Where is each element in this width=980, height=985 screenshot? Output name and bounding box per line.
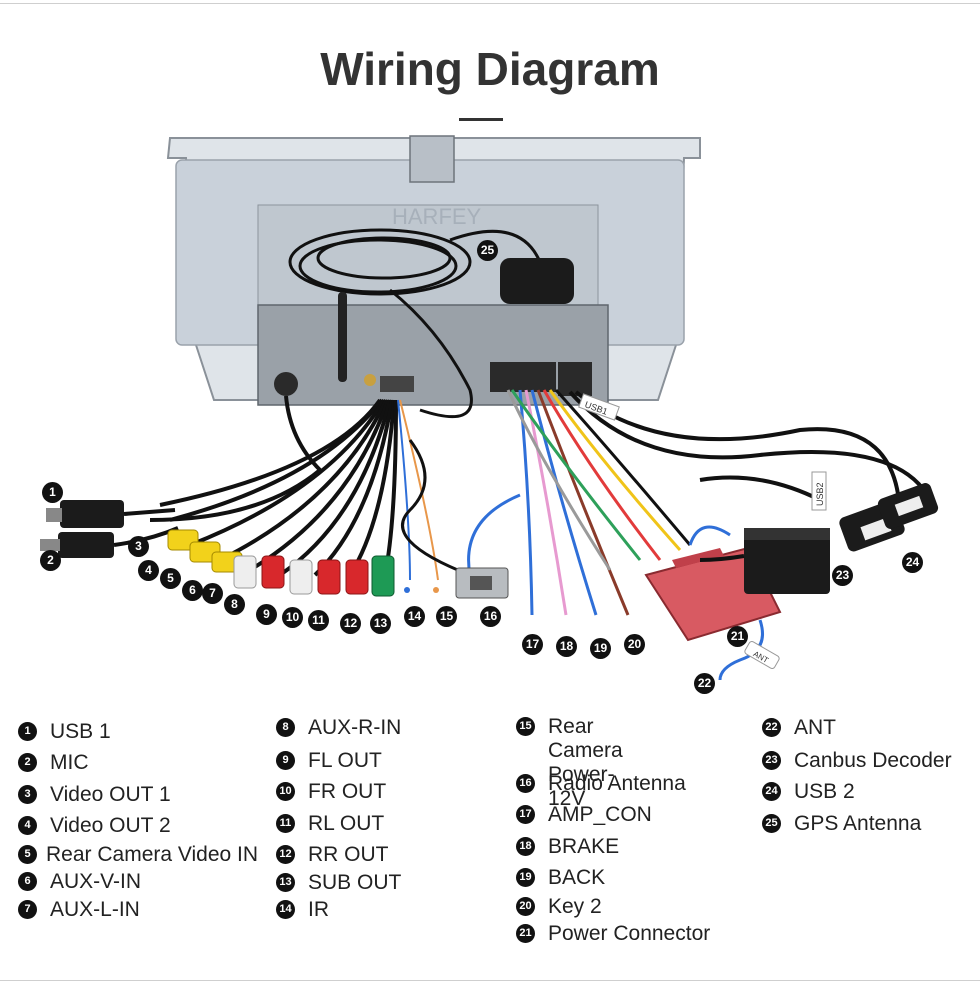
legend-label-24: USB 2 xyxy=(794,780,855,803)
legend-label-17: AMP_CON xyxy=(548,803,652,826)
legend-label-14: IR xyxy=(308,898,329,921)
legend-label-25: GPS Antenna xyxy=(794,812,922,835)
legend-num-1: 1 xyxy=(18,722,37,741)
legend-label-20: Key 2 xyxy=(548,895,602,918)
legend-label-4: Video OUT 2 xyxy=(50,814,171,837)
marker-9: 9 xyxy=(256,604,277,625)
legend-num-11: 11 xyxy=(276,814,295,833)
legend-num-5: 5 xyxy=(18,845,37,864)
legend-num-7: 7 xyxy=(18,900,37,919)
marker-16: 16 xyxy=(480,606,501,627)
legend-label-5: Rear Camera Video IN xyxy=(46,843,259,866)
marker-2: 2 xyxy=(40,550,61,571)
legend-num-4: 4 xyxy=(18,816,37,835)
wiring-diagram-illustration: HARFEY xyxy=(40,135,939,681)
legend-label-3: Video OUT 1 xyxy=(50,783,171,806)
legend-num-19: 19 xyxy=(516,868,535,887)
marker-21: 21 xyxy=(727,626,748,647)
legend-label-19: BACK xyxy=(548,866,606,889)
legend-label-10: FR OUT xyxy=(308,780,387,803)
canbus-decoder xyxy=(699,528,830,594)
usb1-mic-plugs xyxy=(40,500,179,558)
bottom-divider xyxy=(0,980,980,981)
marker-7: 7 xyxy=(202,583,223,604)
legend-num-6: 6 xyxy=(18,872,37,891)
usb2-sticker-label: USB2 xyxy=(815,482,825,506)
legend-num-22: 22 xyxy=(762,718,781,737)
marker-14: 14 xyxy=(404,606,425,627)
marker-11: 11 xyxy=(308,610,329,631)
legend-num-12: 12 xyxy=(276,845,295,864)
legend-label-2: MIC xyxy=(50,751,89,774)
brand-watermark: HARFEY xyxy=(392,204,482,229)
wifi-antenna xyxy=(338,292,347,382)
legend-num-8: 8 xyxy=(276,718,295,737)
legend-num-17: 17 xyxy=(516,805,535,824)
legend-num-14: 14 xyxy=(276,900,295,919)
legend-num-25: 25 xyxy=(762,814,781,833)
marker-17: 17 xyxy=(522,634,543,655)
legend-label-21: Power Connector xyxy=(548,922,711,945)
marker-18: 18 xyxy=(556,636,577,657)
legend-num-9: 9 xyxy=(276,751,295,770)
marker-12: 12 xyxy=(340,613,361,634)
marker-15: 15 xyxy=(436,606,457,627)
marker-24: 24 xyxy=(902,552,923,573)
top-divider xyxy=(0,3,980,4)
legend-num-24: 24 xyxy=(762,782,781,801)
marker-13: 13 xyxy=(370,613,391,634)
legend-label-6: AUX-V-IN xyxy=(50,870,142,893)
signal-wires xyxy=(506,388,692,616)
legend-label-12: RR OUT xyxy=(308,843,389,866)
legend-num-10: 10 xyxy=(276,782,295,801)
legend-label-22: ANT xyxy=(794,716,836,739)
marker-22: 22 xyxy=(694,673,715,694)
marker-19: 19 xyxy=(590,638,611,659)
legend-num-20: 20 xyxy=(516,897,535,916)
marker-23: 23 xyxy=(832,565,853,586)
marker-6: 6 xyxy=(182,580,203,601)
marker-5: 5 xyxy=(160,568,181,589)
av-harness xyxy=(149,395,471,581)
legend-label-8: AUX-R-IN xyxy=(308,716,402,739)
legend-label-15: Rear Camera Power-12V xyxy=(548,715,623,810)
legend-num-16: 16 xyxy=(516,774,535,793)
marker-3: 3 xyxy=(128,536,149,557)
page-title: Wiring Diagram xyxy=(320,43,660,95)
legend-label-1: USB 1 xyxy=(50,720,111,743)
radio-antenna-adapter xyxy=(455,493,521,599)
legend-label-9: FL OUT xyxy=(308,749,382,772)
legend-num-2: 2 xyxy=(18,753,37,772)
legend-num-21: 21 xyxy=(516,924,535,943)
marker-8: 8 xyxy=(224,594,245,615)
rca-plugs xyxy=(167,529,439,597)
usb2-cables xyxy=(568,390,939,552)
legend-num-15: 15 xyxy=(516,717,535,736)
marker-25: 25 xyxy=(477,240,498,261)
marker-4: 4 xyxy=(138,560,159,581)
marker-20: 20 xyxy=(624,634,645,655)
legend-label-16: Radio Antenna xyxy=(548,772,686,795)
legend-num-13: 13 xyxy=(276,873,295,892)
legend-label-7: AUX-L-IN xyxy=(50,898,140,921)
title-underline xyxy=(459,118,503,121)
legend-num-3: 3 xyxy=(18,785,37,804)
legend-label-23: Canbus Decoder xyxy=(794,749,952,772)
legend-label-18: BRAKE xyxy=(548,835,620,858)
legend-label-13: SUB OUT xyxy=(308,871,402,894)
legend-num-23: 23 xyxy=(762,751,781,770)
legend-label-11: RL OUT xyxy=(308,812,385,835)
gps-antenna xyxy=(288,228,574,419)
marker-1: 1 xyxy=(42,482,63,503)
marker-10: 10 xyxy=(282,607,303,628)
usb2-sticker: USB2 xyxy=(811,471,827,511)
legend-num-18: 18 xyxy=(516,837,535,856)
